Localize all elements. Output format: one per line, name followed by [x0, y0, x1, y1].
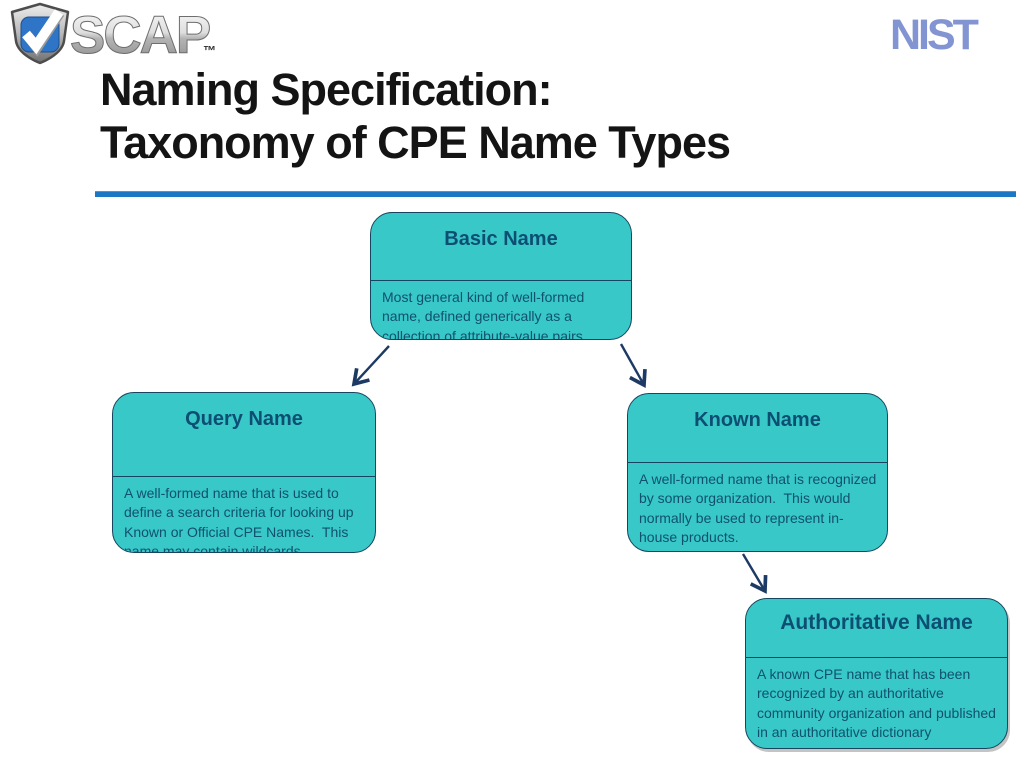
- title-underline-rule: [95, 191, 1016, 197]
- scap-tm: ™: [203, 43, 216, 58]
- scap-wordmark: SCAP: [70, 6, 210, 65]
- node-query-name-description: A well-formed name that is used to defin…: [124, 485, 358, 553]
- nist-logo: NIST: [890, 11, 982, 58]
- node-basic-name-description: Most general kind of well-formed name, d…: [382, 289, 589, 340]
- node-known-name-description: A well-formed name that is recognized by…: [639, 471, 881, 545]
- node-basic-name-title: Basic Name: [371, 213, 631, 281]
- nist-wordmark: NIST: [890, 11, 979, 58]
- node-authoritative-name-description: A known CPE name that has been recognize…: [757, 666, 1000, 740]
- node-basic-name: Basic Name Most general kind of well-for…: [370, 212, 632, 340]
- node-query-name: Query Name A well-formed name that is us…: [112, 392, 376, 553]
- edge-basic-to-query: [351, 345, 390, 387]
- edge-known-to-authoritative: [741, 553, 768, 594]
- slide-title-line2: Taxonomy of CPE Name Types: [100, 116, 731, 168]
- node-query-name-title: Query Name: [113, 393, 375, 477]
- slide-title-line1: Naming Specification:: [100, 64, 553, 115]
- slide-title: Naming Specification: Taxonomy of CPE Na…: [100, 64, 980, 169]
- node-known-name-title: Known Name: [628, 394, 887, 463]
- scap-logo: SCAP ™: [10, 2, 216, 66]
- node-authoritative-name: Authoritative Name A known CPE name that…: [745, 598, 1008, 749]
- node-authoritative-name-title: Authoritative Name: [746, 599, 1007, 658]
- node-known-name: Known Name A well-formed name that is re…: [627, 393, 888, 552]
- scap-shield-icon: [10, 2, 70, 65]
- edge-basic-to-known: [619, 343, 647, 388]
